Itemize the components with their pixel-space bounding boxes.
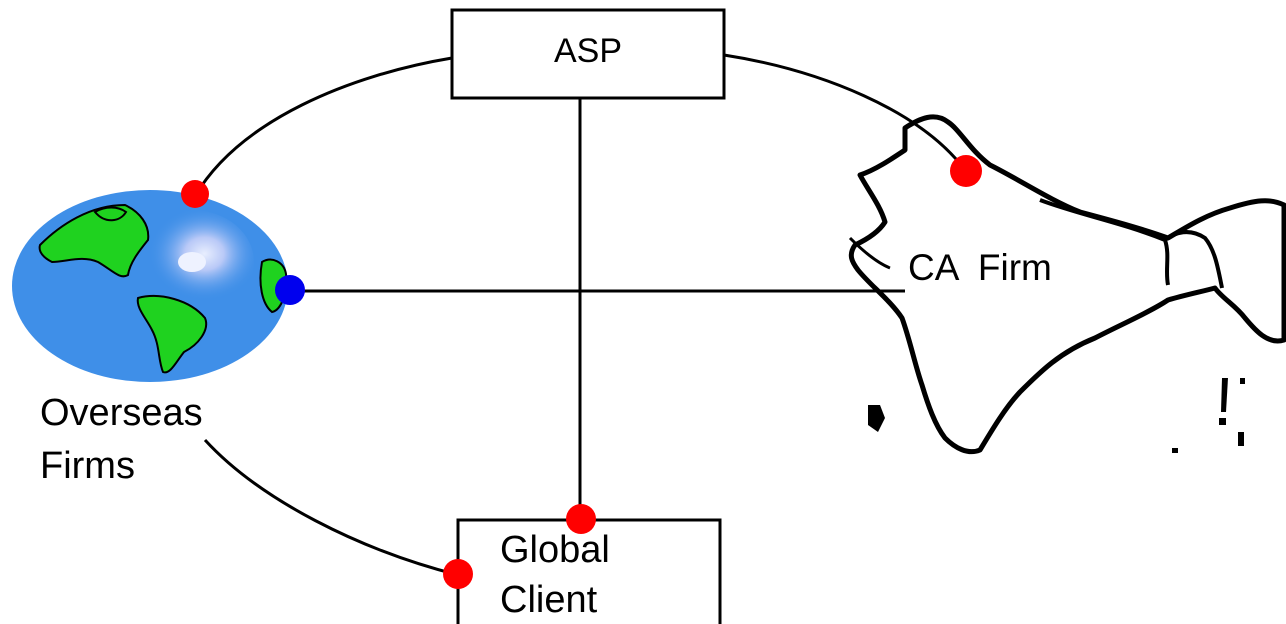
connector-dot-overseas-top <box>181 180 209 208</box>
asp-node: ASP <box>450 8 726 100</box>
connector-dots <box>181 155 982 589</box>
overseas-firms-label-line1: Overseas <box>40 392 203 434</box>
india-map-icon <box>848 114 1286 455</box>
ca-firm-label: CA Firm <box>908 247 1052 288</box>
global-client-label-line1: Global <box>500 529 610 571</box>
curve-overseas-client <box>203 438 459 577</box>
connector-dot-ca <box>950 155 982 187</box>
connector-dot-client-left <box>443 559 473 589</box>
global-client-node: Global Client <box>456 518 722 624</box>
curve-asp-ca <box>723 53 967 171</box>
connections <box>193 53 967 577</box>
connector-dot-client-top <box>566 504 596 534</box>
asp-label: ASP <box>554 32 622 70</box>
global-client-label-line2: Client <box>500 579 598 621</box>
globe-icon <box>12 190 288 382</box>
overseas-firms-label-line2: Firms <box>40 445 135 487</box>
connector-dot-overseas-right <box>275 275 305 305</box>
curve-asp-overseas <box>193 56 453 197</box>
